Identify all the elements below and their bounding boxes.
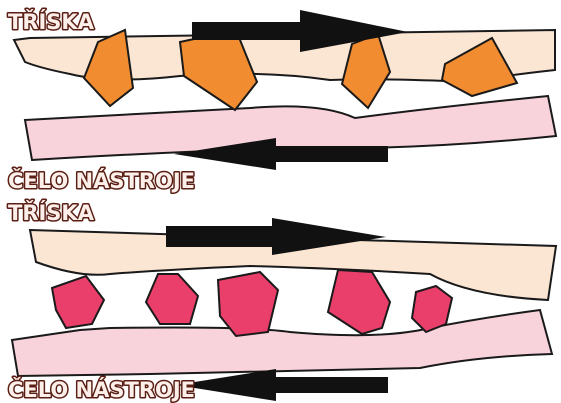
bottom-panel: TŘÍSKA ČELO NÁSTROJE [8,200,556,402]
bottom-particle-4 [328,270,390,334]
bottom-tool-label: ČELO NÁSTROJE [8,377,195,402]
bottom-arrow-left [176,369,388,401]
bottom-chip-label: TŘÍSKA [8,200,95,225]
top-chip-label: TŘÍSKA [8,9,95,34]
bottom-particle-1 [52,276,104,328]
bottom-particle-3 [218,272,278,336]
top-tool-label: ČELO NÁSTROJE [8,168,195,193]
top-panel: TŘÍSKA ČELO NÁSTROJE [8,9,556,193]
bottom-particle-2 [146,274,198,324]
